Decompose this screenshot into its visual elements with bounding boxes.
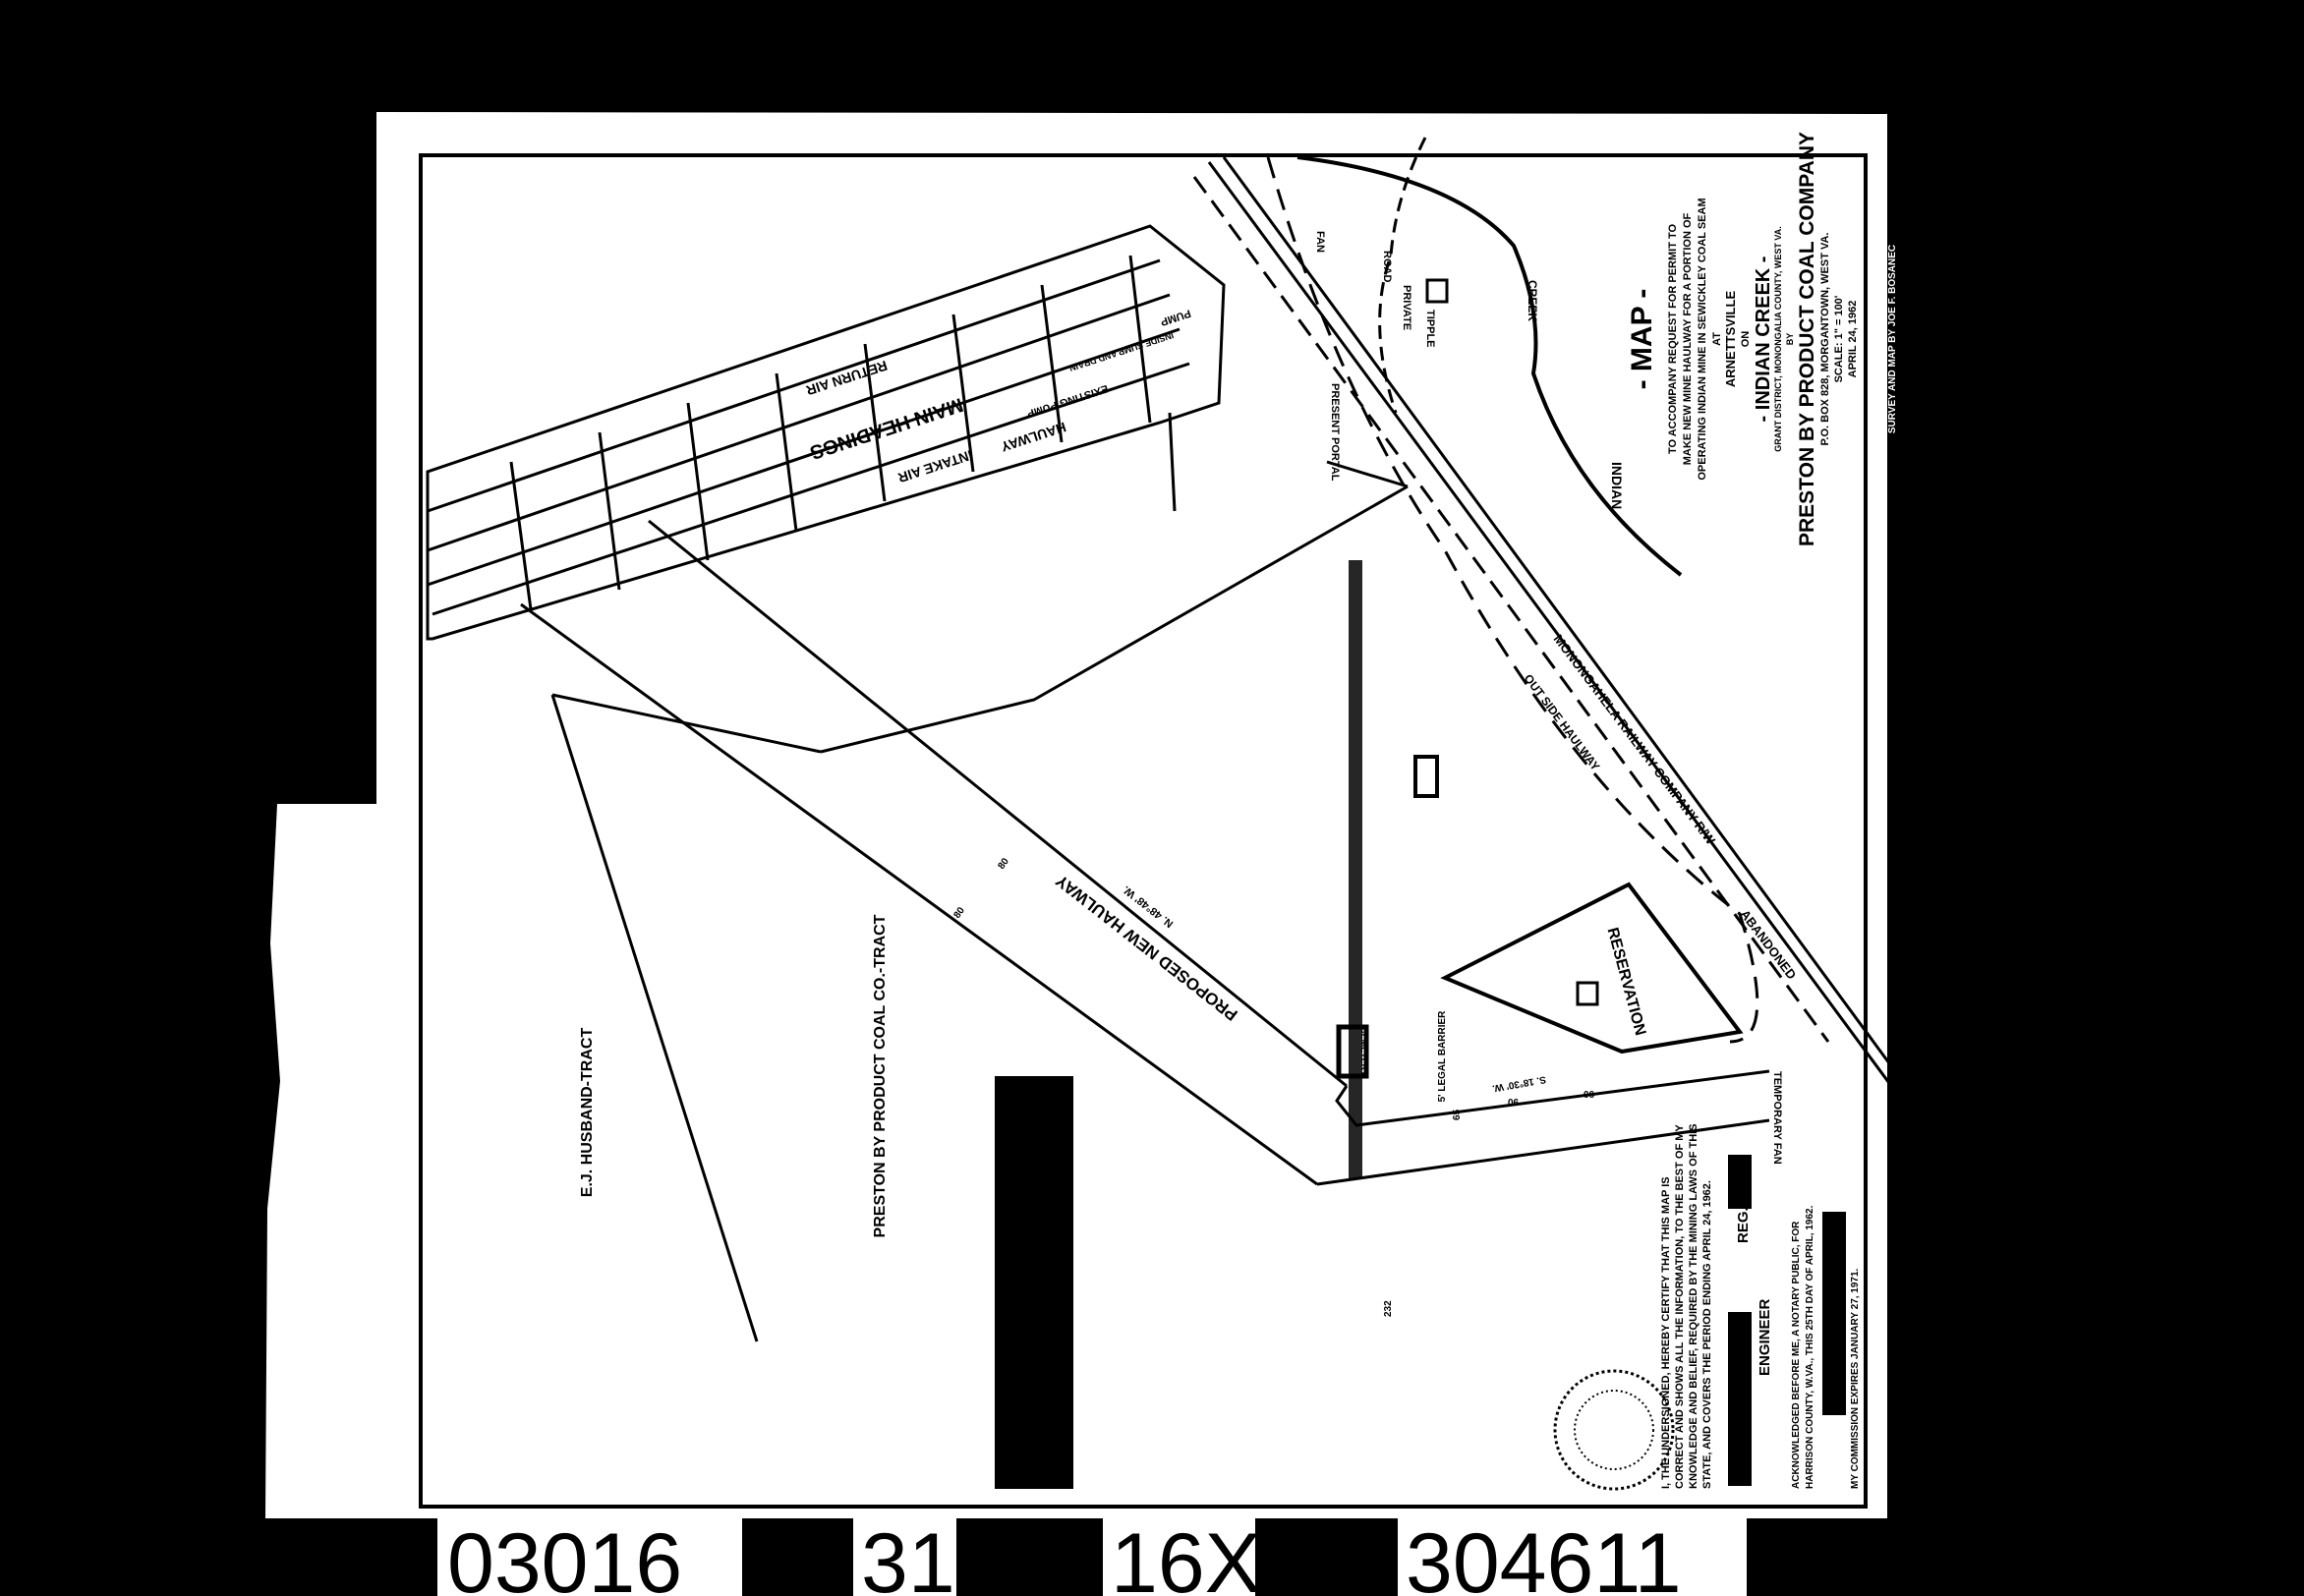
label-creek: CREEK bbox=[1526, 280, 1539, 321]
cert-line: KNOWLEDGE AND BELIEF, REQUIRED BY THE MI… bbox=[1688, 1123, 1699, 1489]
label-legal-barrier: 5' LEGAL BARRIER bbox=[1437, 1010, 1448, 1103]
film-id-3: 16X bbox=[1111, 1516, 1261, 1596]
tipple bbox=[1425, 278, 1449, 304]
label-dim: 90 bbox=[1583, 1088, 1594, 1099]
indian-creek bbox=[1296, 155, 1683, 577]
label-road: ROAD bbox=[1381, 251, 1393, 282]
label-husband-tract: E.J. HUSBAND-TRACT bbox=[579, 1028, 596, 1198]
label-private: PRIVATE bbox=[1401, 285, 1412, 330]
label-cemetery: CEMETERY bbox=[1359, 1027, 1369, 1076]
film-strip: 03016 31 16X 304611 bbox=[437, 1516, 1747, 1596]
label-preston-tract: PRESTON BY PRODUCT COAL CO.-TRACT bbox=[872, 914, 889, 1237]
label-dim: 65 bbox=[1452, 1109, 1463, 1120]
redacted-block bbox=[995, 1076, 1073, 1489]
label-tipple: TIPPLE bbox=[1424, 310, 1436, 348]
cert-line: STATE, AND COVERS THE PERIOD ENDING APRI… bbox=[1701, 1180, 1713, 1489]
main-headings-workings bbox=[426, 224, 1226, 641]
title-line: AT bbox=[1711, 332, 1723, 346]
title-date: APRIL 24, 1962 bbox=[1847, 301, 1859, 378]
title-line: BY bbox=[1785, 333, 1795, 346]
title-scale: SCALE: 1" = 100' bbox=[1833, 295, 1845, 382]
title-heading: - MAP - bbox=[1626, 289, 1658, 390]
map-border bbox=[419, 153, 1868, 1509]
reservation-boundary bbox=[1440, 882, 1744, 1054]
label-present-portal: PRESENT PORTAL bbox=[1329, 383, 1341, 482]
commission-line: MY COMMISSION EXPIRES JANUARY 27, 1971. bbox=[1850, 1268, 1861, 1489]
scan-streak bbox=[1349, 560, 1362, 1179]
label-temporary-fan: TEMPORARY FAN bbox=[1771, 1071, 1783, 1165]
redaction-engineer-signature bbox=[1728, 1312, 1752, 1486]
title-block: - MAP - TO ACCOMPANY REQUEST FOR PERMIT … bbox=[1626, 132, 1898, 546]
redaction-notary-signature bbox=[1822, 1212, 1846, 1415]
film-id-box bbox=[853, 1518, 956, 1596]
redaction-reg-no bbox=[1728, 1155, 1752, 1209]
label-elevation: 232 bbox=[1383, 1300, 1394, 1317]
film-id-2: 31 bbox=[861, 1516, 955, 1596]
film-id-box bbox=[437, 1518, 742, 1596]
film-id-box bbox=[1103, 1518, 1255, 1596]
engineer-label: ENGINEER bbox=[1757, 1298, 1773, 1376]
building-2 bbox=[1576, 981, 1599, 1006]
notary-line: HARRISON COUNTY, W.VA., THIS 25TH DAY OF… bbox=[1805, 1205, 1815, 1489]
cert-line: CORRECT AND SHOWS ALL THE INFORMATION, T… bbox=[1674, 1124, 1686, 1489]
title-line: MAKE NEW MINE HAULWAY FOR A PORTION OF bbox=[1682, 212, 1694, 465]
title-town: ARNETTSVILLE bbox=[1723, 291, 1738, 388]
title-creek: - INDIAN CREEK - bbox=[1753, 256, 1774, 423]
cert-line: I, THE UNDERSIGNED, HEREBY CERTIFY THAT … bbox=[1660, 1176, 1672, 1489]
title-line: OPERATING INDIAN MINE IN SEWICKLEY COAL … bbox=[1697, 198, 1708, 480]
railway-lines bbox=[1192, 156, 1919, 1121]
reg-no-label: REG. NO. bbox=[1735, 1176, 1752, 1243]
label-creek-indian: INDIAN bbox=[1609, 462, 1625, 509]
label-dim: 90 bbox=[1507, 1096, 1519, 1107]
title-district: GRANT DISTRICT, MONONGALIA COUNTY, WEST … bbox=[1773, 226, 1783, 452]
film-id-box bbox=[1398, 1518, 1747, 1596]
certification-block: I, THE UNDERSIGNED, HEREBY CERTIFY THAT … bbox=[1660, 1123, 1861, 1489]
film-id-4: 304611 bbox=[1406, 1516, 1682, 1596]
building bbox=[1413, 755, 1439, 798]
title-company: PRESTON BY PRODUCT COAL COMPANY bbox=[1796, 132, 1818, 546]
title-address: P.O. BOX 828, MORGANTOWN, WEST VA. bbox=[1819, 233, 1831, 446]
proposed-haulway-lines bbox=[520, 460, 1770, 1342]
right-edge-bar bbox=[1887, 114, 1912, 1518]
film-id-1: 03016 bbox=[447, 1516, 682, 1596]
title-line: TO ACCOMPANY REQUEST FOR PERMIT TO bbox=[1667, 224, 1679, 455]
label-fan: FAN bbox=[1314, 231, 1326, 253]
survey-credit: SURVEY AND MAP BY JOE F. BOSANEC bbox=[1887, 245, 1898, 433]
engineer-seal-stamp bbox=[1553, 1369, 1675, 1491]
notary-line: ACKNOWLEDGED BEFORE ME, A NOTARY PUBLIC,… bbox=[1791, 1221, 1802, 1489]
title-line: ON bbox=[1740, 331, 1752, 348]
